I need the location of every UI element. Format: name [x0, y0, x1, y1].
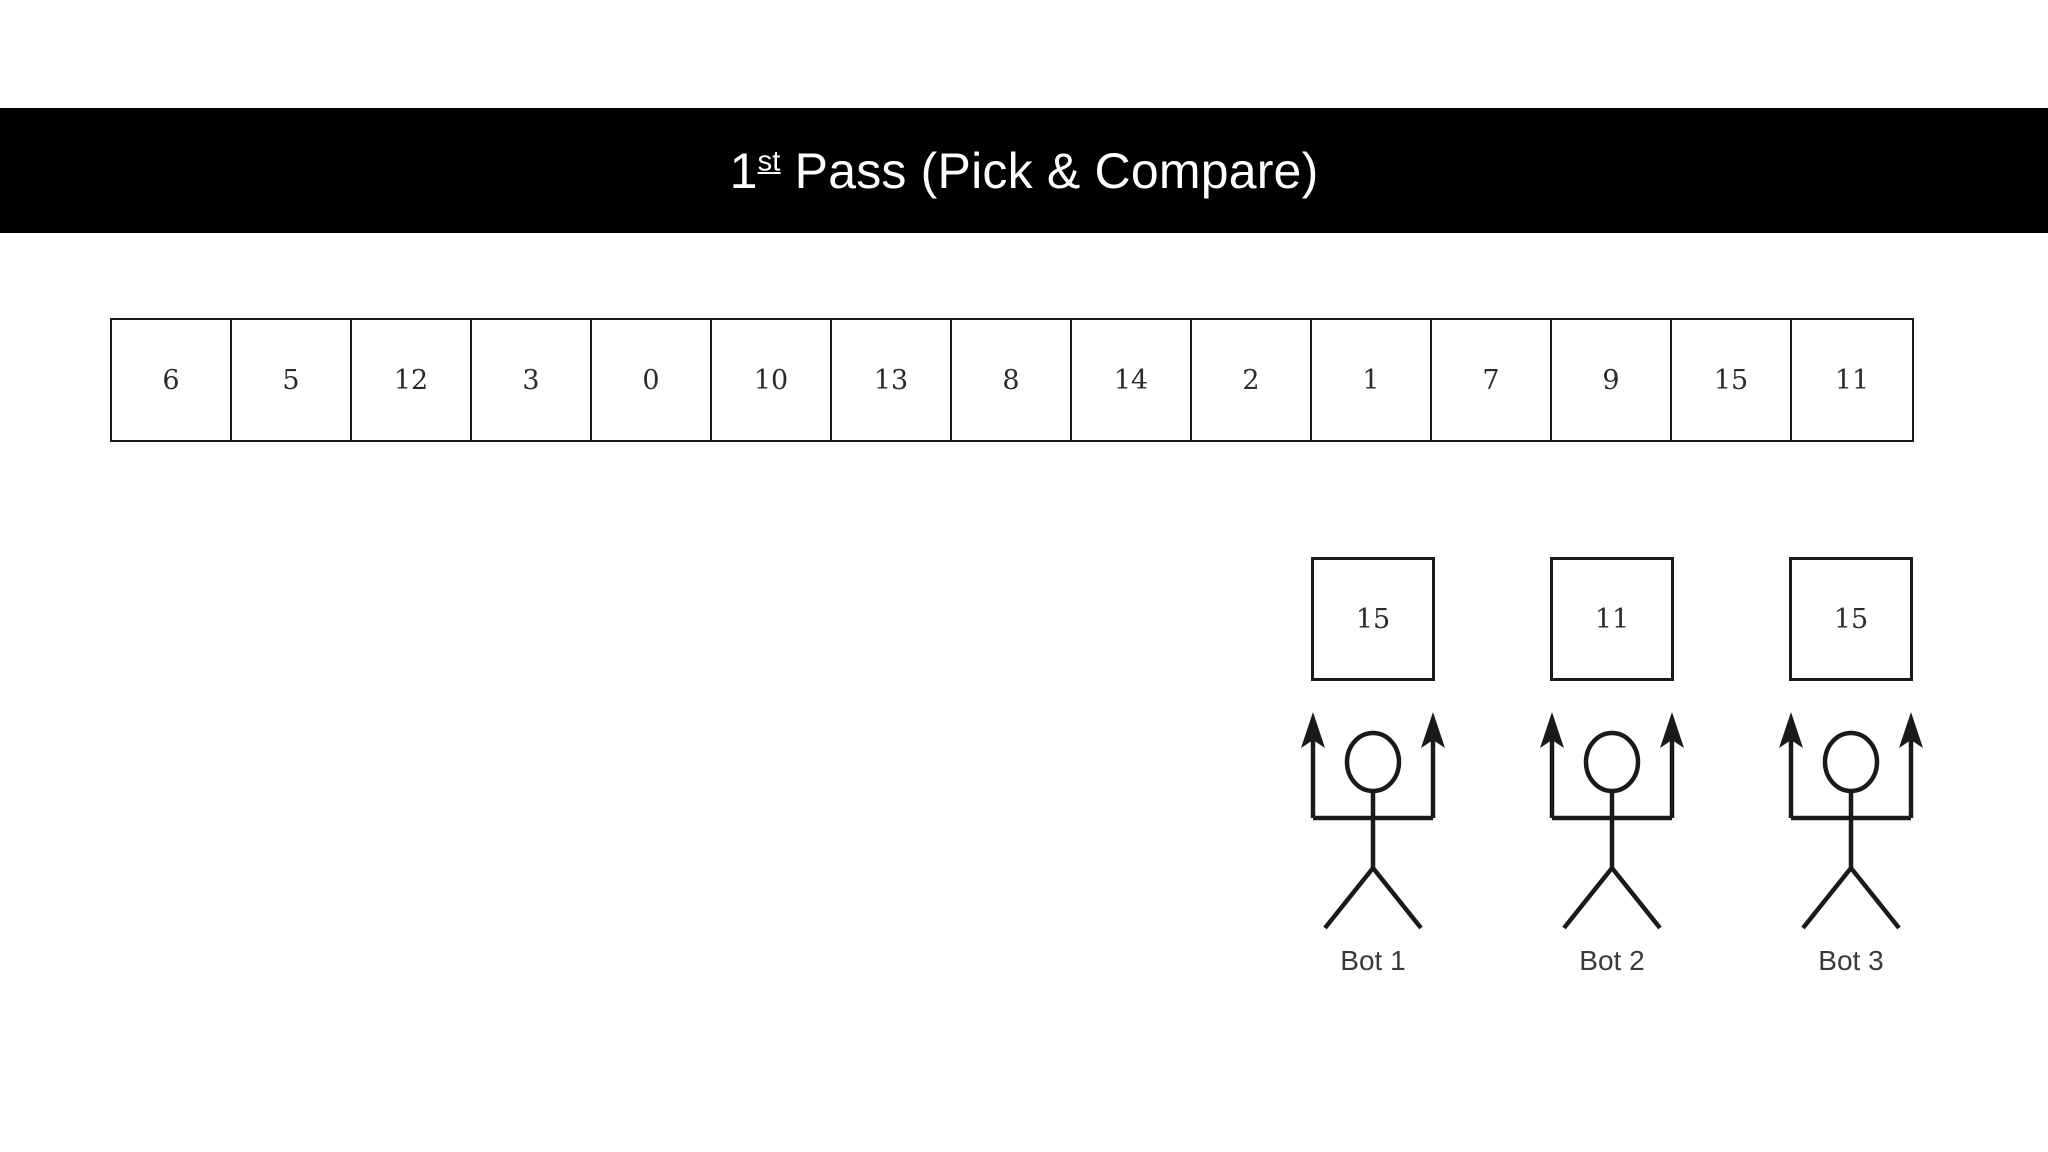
stick-figure-arms-up-icon — [1540, 712, 1684, 930]
bot-figure — [1769, 700, 1933, 935]
arrow-up-icon — [1301, 712, 1325, 748]
arrow-up-icon — [1779, 712, 1803, 748]
title-prefix: 1 — [729, 142, 758, 199]
array-cell: 14 — [1072, 320, 1192, 440]
bot-figure — [1530, 700, 1694, 935]
bot-label: Bot 2 — [1579, 945, 1645, 976]
array-cell: 0 — [592, 320, 712, 440]
bot-held-value-box: 15 — [1311, 557, 1435, 681]
array-cell: 12 — [352, 320, 472, 440]
array-cell: 3 — [472, 320, 592, 440]
stick-figure-arms-up-icon — [1779, 712, 1923, 930]
array-cell: 7 — [1432, 320, 1552, 440]
arrow-up-icon — [1540, 712, 1564, 748]
array-cell: 1 — [1312, 320, 1432, 440]
array-cell: 13 — [832, 320, 952, 440]
title-ordinal-suffix: st — [757, 144, 781, 177]
bot-label: Bot 1 — [1340, 945, 1406, 976]
array-cell: 8 — [952, 320, 1072, 440]
title-rest: Pass (Pick & Compare) — [780, 142, 1319, 199]
array-cell: 10 — [712, 320, 832, 440]
stick-figure-arms-up-icon — [1301, 712, 1445, 930]
array-cell: 2 — [1192, 320, 1312, 440]
arrow-up-icon — [1660, 712, 1684, 748]
array-cell: 6 — [112, 320, 232, 440]
array-cell: 9 — [1552, 320, 1672, 440]
arrow-up-icon — [1421, 712, 1445, 748]
arrow-up-icon — [1899, 712, 1923, 748]
array-cell: 15 — [1672, 320, 1792, 440]
page-title: 1st Pass (Pick & Compare) — [730, 146, 1319, 196]
array-cell: 5 — [232, 320, 352, 440]
array-cell: 11 — [1792, 320, 1912, 440]
bot-label: Bot 3 — [1818, 945, 1884, 976]
bot-held-value-box: 15 — [1789, 557, 1913, 681]
bot-held-value-box: 11 — [1550, 557, 1674, 681]
bot-figure — [1291, 700, 1455, 935]
title-band: 1st Pass (Pick & Compare) — [0, 108, 2048, 233]
